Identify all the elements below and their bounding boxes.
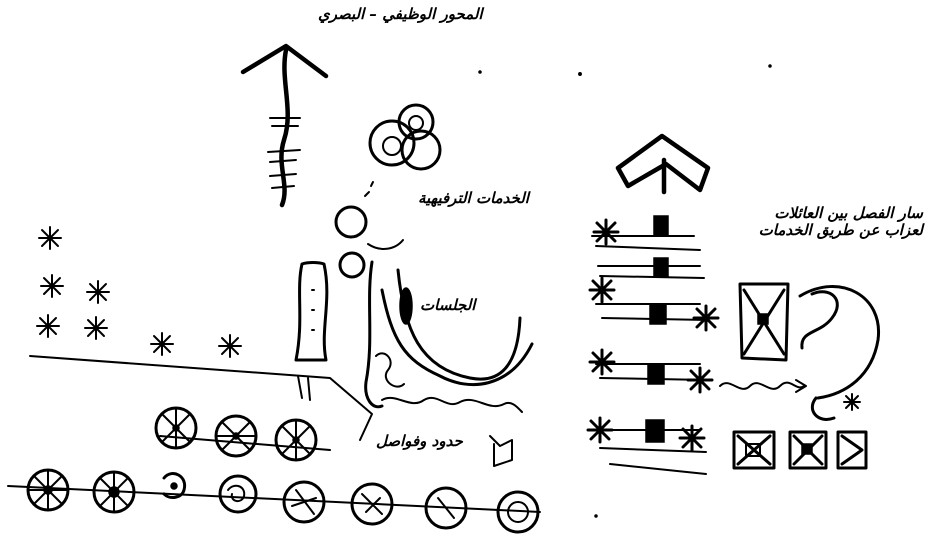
recreation-pods-icon xyxy=(336,182,403,277)
tree-canopy-icon xyxy=(156,408,196,448)
asterisk-shrub-icon xyxy=(87,281,109,303)
chevron-up-arrow-icon xyxy=(618,136,708,192)
asterisk-shrub-icon xyxy=(219,335,241,357)
asterisk-shrub-icon xyxy=(590,278,614,302)
tree-canopy-icon xyxy=(276,420,316,460)
recreation-services-label: الخدمات الترفيهية xyxy=(418,190,529,207)
asterisk-shrub-icon xyxy=(151,333,173,355)
service-column xyxy=(588,216,718,474)
crossed-square-icon xyxy=(838,432,866,468)
tree-row-upper xyxy=(156,408,330,460)
asterisk-shrub-icon xyxy=(844,394,860,410)
asterisk-shrub-icon xyxy=(590,350,614,374)
asterisk-shrub-icon xyxy=(39,227,61,249)
family-separation-line-2: لعزاب عن طريق الخدمات xyxy=(733,222,923,239)
recreation-cluster-icon xyxy=(370,105,440,169)
boundaries-label: حدود وفواصل xyxy=(376,433,463,450)
north-arrow-icon xyxy=(243,46,326,205)
asterisk-shrub-icon xyxy=(41,275,63,297)
asterisk-shrub-icon xyxy=(680,426,704,450)
family-separation-line-1: سار الفصل بين العائلات xyxy=(733,205,923,222)
asterisk-shrub-icon xyxy=(588,418,612,442)
asterisk-shrub-icon xyxy=(85,317,107,339)
tree-canopy-icon xyxy=(216,416,256,456)
crossed-square-icon xyxy=(734,432,774,468)
tree-canopy-icon xyxy=(28,470,68,510)
shrub-group-left xyxy=(37,227,241,357)
crossed-square-icon xyxy=(790,432,826,468)
diagram-title: المحور الوظيفي – البصري xyxy=(318,6,483,23)
seating-label: الجلسات xyxy=(420,297,475,314)
asterisk-shrub-icon xyxy=(688,368,712,392)
crossed-square-icon xyxy=(740,284,788,360)
asterisk-shrub-icon xyxy=(594,220,618,244)
family-separation-note: سار الفصل بين العائلات لعزاب عن طريق الخ… xyxy=(733,205,923,240)
asterisk-shrub-icon xyxy=(694,306,718,330)
tree-canopy-icon xyxy=(220,476,256,512)
service-boxes xyxy=(734,284,866,468)
tree-row-lower xyxy=(8,470,540,532)
linear-block-icon xyxy=(296,263,327,361)
asterisk-shrub-icon xyxy=(37,315,59,337)
boundary-line xyxy=(30,356,372,440)
